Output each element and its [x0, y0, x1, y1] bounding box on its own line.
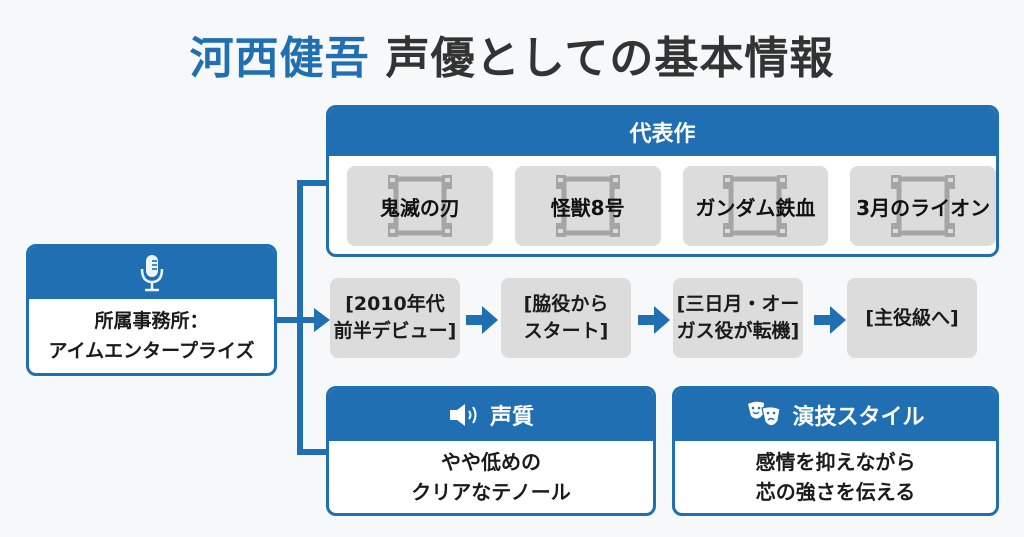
arrow-step-1-to-2	[482, 306, 498, 334]
speaker-icon	[449, 404, 477, 426]
agency-card-header	[29, 247, 274, 299]
work-tile: 3月のライオン	[850, 166, 996, 246]
work-tile: ガンダム鉄血	[682, 166, 829, 246]
acting-style-card: 演技スタイル 感情を抑えながら 芯の強さを伝える	[672, 386, 999, 516]
film-strip-icon	[555, 175, 620, 237]
step-line: [主役級へ]	[865, 306, 959, 329]
work-tile: 怪獣8号	[514, 166, 661, 246]
arrow-step-3-to-4	[830, 306, 846, 334]
film-strip-icon	[723, 175, 788, 237]
arrow-shaft-3	[814, 315, 832, 325]
acting-style-header: 演技スタイル	[675, 389, 996, 441]
agency-value: アイムエンタープライズ	[48, 340, 255, 362]
career-step-lead-roles: [主役級へ]	[847, 278, 977, 358]
agency-card-body: 所属事務所： アイムエンタープライズ	[29, 299, 274, 373]
voice-quality-line: クリアなテノール	[411, 480, 571, 504]
career-step-supporting: [脇役から スタート]	[501, 278, 631, 358]
film-strip-icon	[891, 175, 956, 237]
acting-style-title: 演技スタイル	[792, 405, 925, 430]
work-title: ガンダム鉄血	[695, 195, 816, 220]
acting-style-body: 感情を抑えながら 芯の強さを伝える	[675, 441, 996, 513]
film-strip-icon	[387, 175, 452, 237]
acting-style-line: 感情を抑えながら	[755, 450, 916, 474]
voice-quality-card: 声質 やや低めの クリアなテノール	[326, 386, 656, 516]
step-line: [2010年代	[345, 293, 445, 315]
works-card: 代表作 鬼滅の刃 怪獣8号 ガンダム鉄血	[326, 105, 999, 257]
works-list: 鬼滅の刃 怪獣8号 ガンダム鉄血 3月のライオン	[329, 156, 996, 246]
theater-masks-icon	[748, 401, 782, 427]
step-line: ガス役が転機]	[676, 320, 800, 342]
work-title: 3月のライオン	[856, 195, 991, 220]
step-line: [脇役から	[523, 293, 609, 315]
voice-quality-line: やや低めの	[441, 450, 541, 474]
title-subtitle: 声優としての基本情報	[385, 33, 835, 84]
career-step-debut: [2010年代 前半デビュー]	[330, 278, 460, 358]
acting-style-line: 芯の強さを伝える	[755, 480, 916, 504]
career-step-turning-point: [三日月・オー ガス役が転機]	[673, 278, 803, 358]
arrow-step-2-to-3	[654, 306, 670, 334]
arrow-shaft-1	[466, 315, 484, 325]
step-line: スタート]	[523, 320, 609, 342]
voice-quality-body: やや低めの クリアなテノール	[329, 441, 653, 513]
page-title: 河西健吾声優としての基本情報	[0, 22, 1024, 86]
work-title: 怪獣8号	[550, 195, 625, 220]
arrow-shaft-2	[638, 315, 656, 325]
microphone-icon	[140, 255, 163, 292]
arrow-to-step-1	[314, 308, 330, 332]
title-name: 河西健吾	[189, 33, 370, 84]
voice-quality-header: 声質	[329, 389, 653, 441]
step-line: [三日月・オー	[676, 293, 800, 315]
agency-card: 所属事務所： アイムエンタープライズ	[26, 244, 277, 376]
work-tile: 鬼滅の刃	[347, 166, 493, 246]
step-line: 前半デビュー]	[333, 320, 457, 342]
voice-quality-title: 声質	[489, 405, 534, 430]
agency-label: 所属事務所：	[94, 310, 209, 332]
work-title: 鬼滅の刃	[379, 195, 460, 220]
works-card-header: 代表作	[329, 108, 996, 156]
